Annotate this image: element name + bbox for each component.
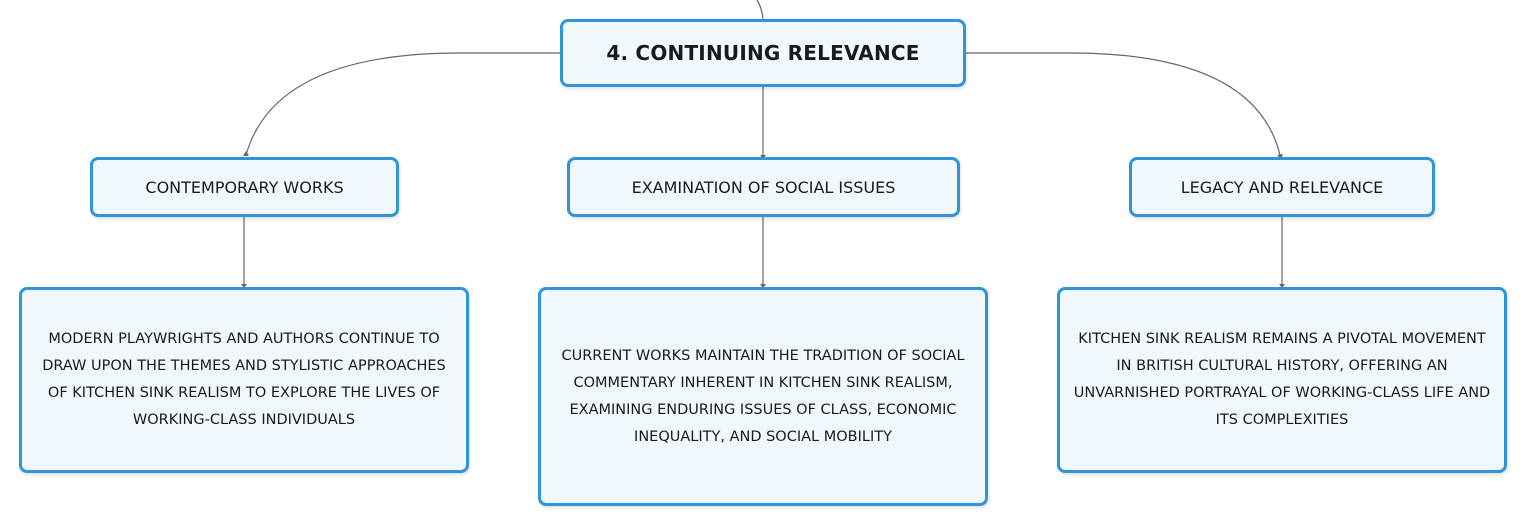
branch-topic-legacy-and-relevance[interactable]: LEGACY AND RELEVANCE xyxy=(1129,157,1435,217)
arrowhead xyxy=(243,151,249,156)
connector-parent-to-root xyxy=(756,0,764,20)
branch-topic-examination-of-social-issues[interactable]: EXAMINATION OF SOCIAL ISSUES xyxy=(567,157,960,217)
detail-topic-text: KITCHEN SINK REALISM REMAINS A PIVOTAL M… xyxy=(1073,331,1491,428)
connector-root-to-branch-2 xyxy=(966,52,1281,156)
arrowhead xyxy=(760,284,766,288)
root-topic-title: 4. CONTINUING RELEVANCE xyxy=(606,41,920,65)
connector-root-to-branch-0 xyxy=(245,52,560,156)
detail-topic-contemporary-works[interactable]: MODERN PLAYWRIGHTS AND AUTHORS CONTINUE … xyxy=(19,287,469,473)
detail-topic-examination-of-social-issues[interactable]: CURRENT WORKS MAINTAIN THE TRADITION OF … xyxy=(538,287,988,506)
arrowhead xyxy=(241,284,247,288)
branch-topic-label: LEGACY AND RELEVANCE xyxy=(1180,177,1384,197)
root-topic[interactable]: 4. CONTINUING RELEVANCE xyxy=(560,19,966,87)
branch-topic-label: EXAMINATION OF SOCIAL ISSUES xyxy=(631,177,896,197)
detail-topic-legacy-and-relevance[interactable]: KITCHEN SINK REALISM REMAINS A PIVOTAL M… xyxy=(1057,287,1507,473)
arrowhead xyxy=(1279,284,1285,288)
detail-topic-text: MODERN PLAYWRIGHTS AND AUTHORS CONTINUE … xyxy=(42,331,446,428)
branch-topic-label: CONTEMPORARY WORKS xyxy=(145,177,344,197)
detail-topic-text: CURRENT WORKS MAINTAIN THE TRADITION OF … xyxy=(561,347,965,445)
branch-topic-contemporary-works[interactable]: CONTEMPORARY WORKS xyxy=(90,157,399,217)
